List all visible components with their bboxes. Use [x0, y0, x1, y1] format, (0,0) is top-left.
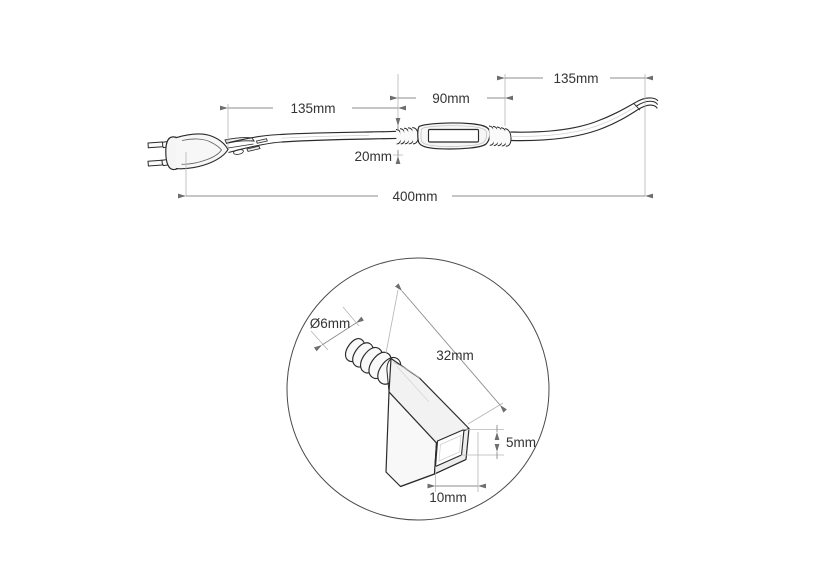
connector-body	[385, 357, 470, 488]
detail-view-dimensions: Ø6mm 32mm 5mm	[310, 283, 536, 505]
top-view-dimensions: 135mm 90mm 135mm 20mm	[178, 71, 653, 204]
dimension-gland-diameter: Ø6mm	[310, 306, 365, 352]
dimension-module-height: 20mm	[354, 118, 403, 164]
dimension-connector-width: 10mm	[427, 432, 486, 505]
dimension-connector-thickness: 5mm	[461, 425, 536, 459]
dimension-label-connector-thickness: 5mm	[506, 435, 536, 450]
dimension-label-module-length: 90mm	[432, 91, 470, 106]
top-view-product	[147, 97, 659, 171]
cable-right-section	[510, 102, 639, 142]
bare-wire-end	[633, 97, 659, 111]
strain-relief-right	[488, 125, 512, 147]
dimension-label-gland-diameter: Ø6mm	[310, 316, 351, 331]
dimension-label-total-length: 400mm	[392, 189, 437, 204]
dimension-label-cord-to-module: 135mm	[290, 101, 335, 116]
dimension-label-module-height: 20mm	[354, 149, 392, 164]
dimension-total-length: 400mm	[178, 189, 653, 204]
module-window	[427, 128, 480, 143]
mains-plug	[147, 133, 283, 171]
strain-relief-left	[395, 127, 419, 145]
dimension-cord-to-module: 135mm	[220, 101, 406, 116]
dimension-label-connector-length: 32mm	[436, 348, 474, 363]
dimension-module-to-end: 135mm	[497, 71, 653, 86]
detail-view-circle	[286, 257, 550, 521]
dimension-module-length: 90mm	[390, 91, 513, 106]
inline-module	[417, 122, 491, 150]
detail-view: Ø6mm 32mm 5mm	[286, 257, 550, 521]
cable-left-section	[280, 130, 398, 143]
dimension-label-connector-width: 10mm	[429, 490, 467, 505]
dimension-label-module-to-end: 135mm	[553, 71, 598, 86]
dimension-connector-length: 32mm	[385, 283, 508, 425]
